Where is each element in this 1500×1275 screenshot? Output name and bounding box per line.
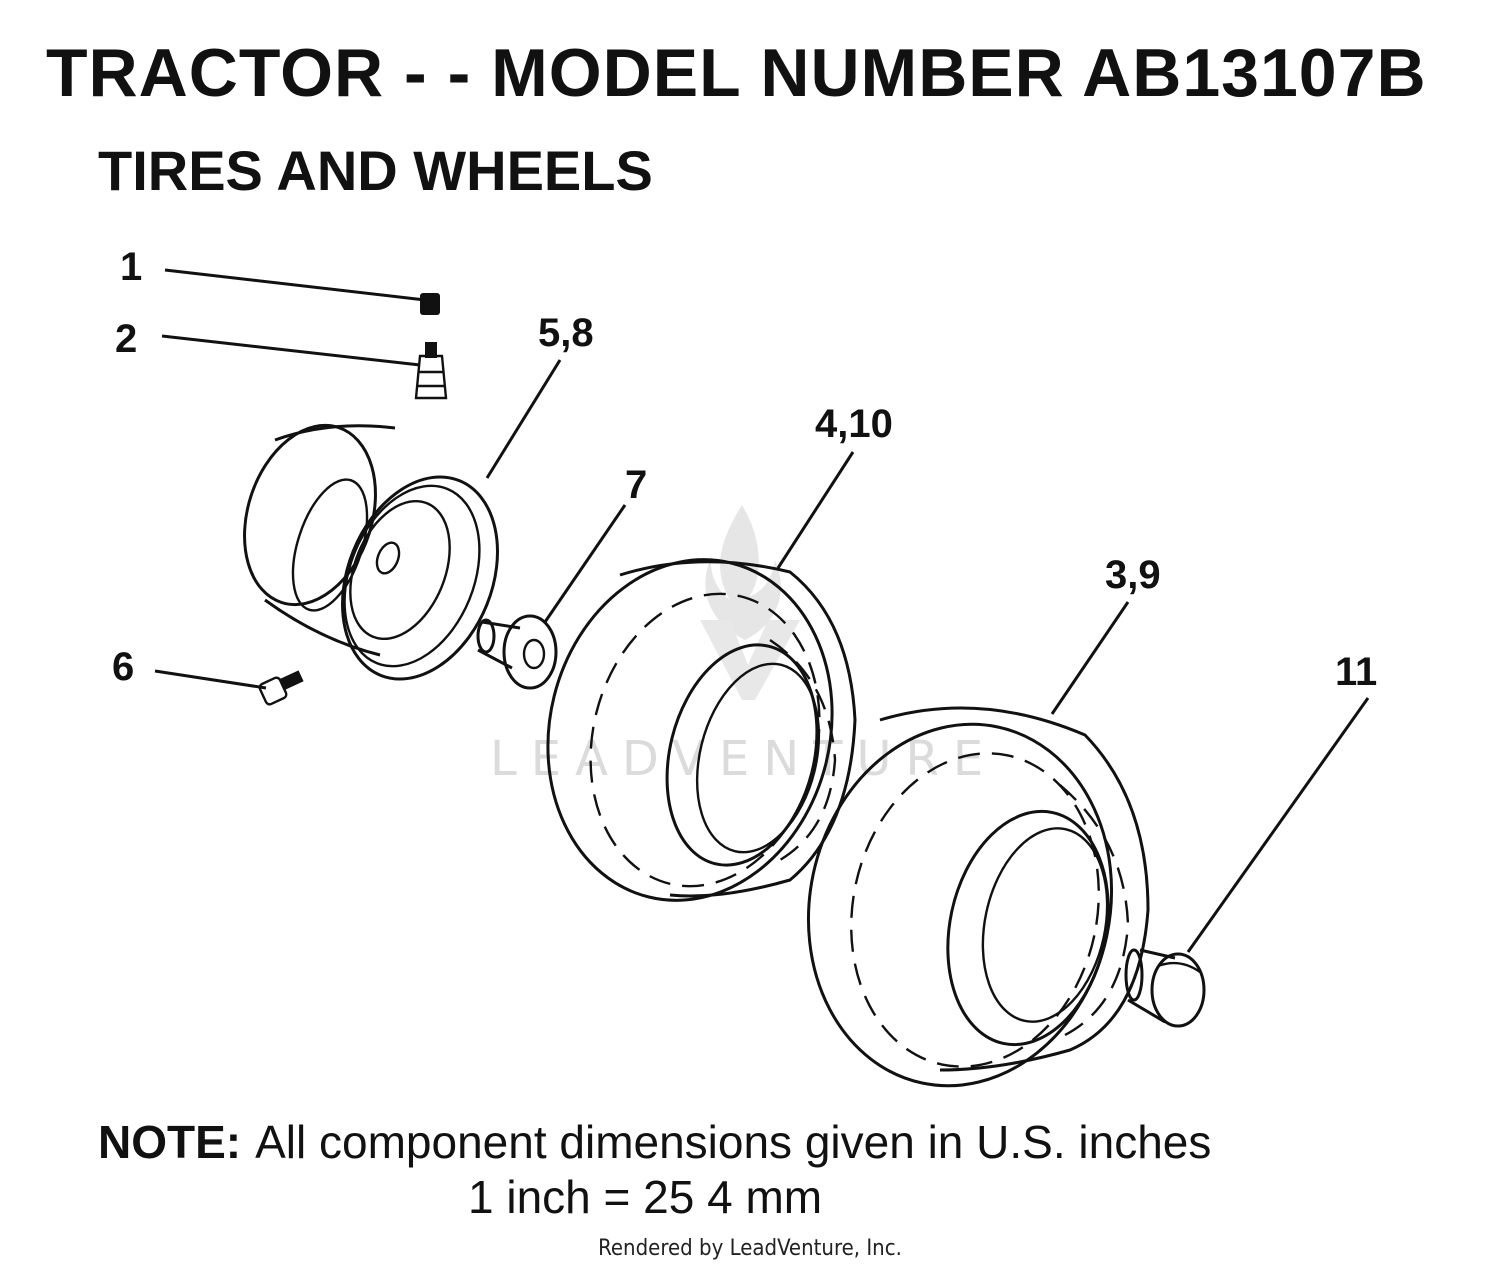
callout-3-9[interactable]: 3,9 xyxy=(1105,553,1161,597)
watermark: LEADVENTURE xyxy=(490,505,997,787)
callout-5-8[interactable]: 5,8 xyxy=(538,311,594,355)
note-text: All component dimensions given in U.S. i… xyxy=(255,1116,1212,1168)
bushing-icon[interactable] xyxy=(476,614,558,690)
page-title: TRACTOR - - MODEL NUMBER AB13107B xyxy=(46,35,1427,111)
conversion-note: 1 inch = 25 4 mm xyxy=(468,1171,823,1223)
callout-11[interactable]: 11 xyxy=(1335,650,1377,694)
callout-4-10[interactable]: 4,10 xyxy=(815,402,893,446)
callout-1[interactable]: 1 xyxy=(120,245,142,289)
leader-lines xyxy=(154,268,1370,953)
watermark-text: LEADVENTURE xyxy=(490,731,997,787)
section-title: TIRES AND WHEELS xyxy=(98,139,653,202)
callout-2[interactable]: 2 xyxy=(115,317,137,361)
dimensions-note: NOTE:All component dimensions given in U… xyxy=(98,1115,1211,1169)
hub-cap-icon[interactable] xyxy=(1124,948,1206,1028)
callout-6[interactable]: 6 xyxy=(112,645,134,689)
rear-tire-icon[interactable] xyxy=(775,696,1150,1114)
watermark-flame-icon xyxy=(705,505,781,640)
wheel-rim-icon[interactable] xyxy=(223,408,526,702)
front-tire-icon[interactable] xyxy=(513,529,868,931)
valve-stem-icon[interactable] xyxy=(414,342,448,400)
callout-7[interactable]: 7 xyxy=(625,463,647,507)
valve-cap-icon[interactable] xyxy=(420,293,440,315)
note-label: NOTE: xyxy=(98,1116,242,1168)
footer-credit: Rendered by LeadVenture, Inc. xyxy=(598,1236,902,1261)
watermark-v-icon xyxy=(700,620,800,700)
lug-bolt-icon[interactable] xyxy=(258,670,304,706)
